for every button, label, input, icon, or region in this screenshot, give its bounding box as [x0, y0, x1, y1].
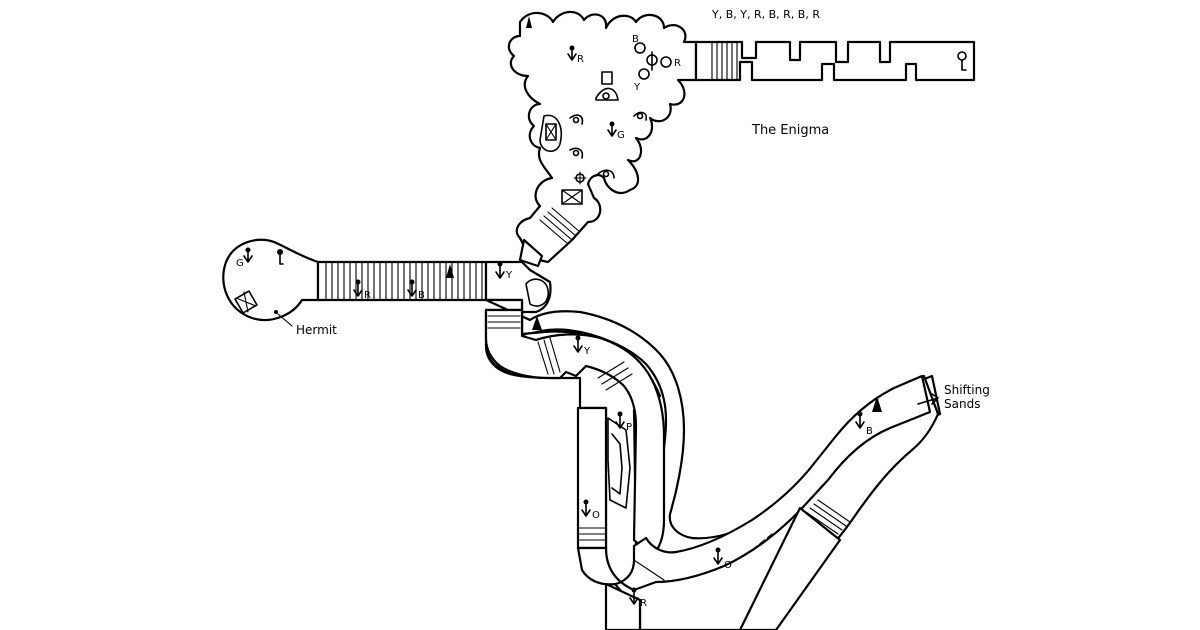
orb-label-right: R: [674, 58, 681, 69]
flower-label-sands: B: [866, 426, 873, 437]
triangle-marker-icon[interactable]: [526, 16, 532, 28]
crate-icon-niche[interactable]: [539, 114, 562, 152]
flower-label-corridor-1: R: [364, 290, 371, 301]
flower-icon[interactable]: [581, 499, 591, 517]
key-icon[interactable]: [277, 249, 284, 265]
crate-icon-hermit[interactable]: [234, 290, 258, 314]
arrow-right-icon: [917, 393, 939, 405]
target-icon[interactable]: [573, 171, 587, 185]
route-steps-lower: [577, 527, 607, 541]
crate-icon[interactable]: [561, 189, 583, 205]
flower-label-enigma-center: G: [617, 130, 625, 141]
flower-label-corridor-2: B: [418, 290, 425, 301]
flower-label-descent-1: P: [626, 422, 632, 433]
flower-icon[interactable]: [353, 279, 363, 297]
exit-label-line1: Shifting: [944, 383, 990, 397]
flower-icon[interactable]: [607, 121, 617, 137]
hermit-marker[interactable]: [274, 310, 293, 327]
orb-label-top: B: [632, 34, 639, 45]
exit-to-shifting-sands[interactable]: Shifting Sands: [917, 383, 990, 411]
flower-icon[interactable]: [615, 411, 625, 429]
triangle-marker-icon[interactable]: [446, 264, 454, 278]
flower-label-descent-2: O: [592, 510, 600, 521]
triangle-marker-icon[interactable]: [872, 396, 882, 412]
orb-icon-r[interactable]: [660, 56, 672, 68]
flower-label-lower-1: O: [724, 560, 732, 571]
flower-icon[interactable]: [407, 279, 417, 297]
orb-icon-b[interactable]: [634, 42, 646, 54]
flower-icon[interactable]: [855, 411, 865, 429]
keyhole-icon[interactable]: [957, 51, 967, 71]
flower-label-hermit: G: [236, 258, 244, 269]
color-sequence: Y, B, Y, R, B, R, B, R: [711, 8, 820, 21]
exit-label-line2: Sands: [944, 397, 980, 411]
flower-icon[interactable]: [567, 45, 577, 61]
flower-label-enigma-left: R: [577, 54, 584, 65]
lock-icon[interactable]: [646, 51, 658, 71]
flower-label-bend-top: Y: [583, 346, 591, 357]
orb-icon-y[interactable]: [638, 68, 650, 80]
enigma-cave: B R Y R G: [507, 10, 976, 268]
flower-icon[interactable]: [243, 247, 253, 263]
flower-icon[interactable]: [495, 261, 505, 279]
route-steps: [487, 315, 633, 391]
flower-icon[interactable]: [573, 335, 583, 353]
route-items: Y P O O R B: [532, 316, 882, 609]
lower-steps: [805, 499, 851, 535]
flower-icon[interactable]: [629, 587, 639, 605]
orb-label-bottom: Y: [633, 82, 641, 93]
enigma-passage-steps: [539, 207, 581, 245]
triangle-marker-icon[interactable]: [532, 316, 542, 330]
corridor-steps: [325, 261, 483, 301]
flower-label-corridor-3: Y: [505, 270, 513, 281]
alcove-icon: [569, 87, 648, 179]
flower-icon[interactable]: [713, 547, 723, 565]
route-shapes: [484, 308, 932, 630]
hermit-label: Hermit: [296, 323, 337, 337]
map-title: The Enigma: [751, 123, 829, 138]
flower-label-lower-2: R: [640, 598, 647, 609]
east-corridor-steps: [711, 41, 738, 81]
